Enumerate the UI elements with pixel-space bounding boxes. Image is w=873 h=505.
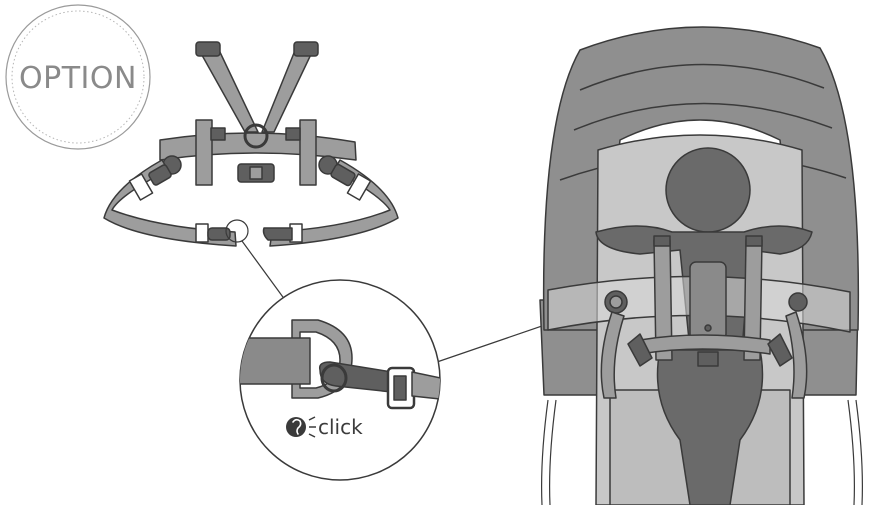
stroller-illustration bbox=[540, 27, 862, 505]
option-badge-label: OPTION bbox=[19, 61, 137, 96]
option-badge: OPTION bbox=[6, 5, 150, 149]
buckle-detail-zoom: click bbox=[230, 280, 450, 480]
zoom-connector-line bbox=[242, 241, 288, 304]
click-sound-label: click bbox=[318, 415, 363, 439]
